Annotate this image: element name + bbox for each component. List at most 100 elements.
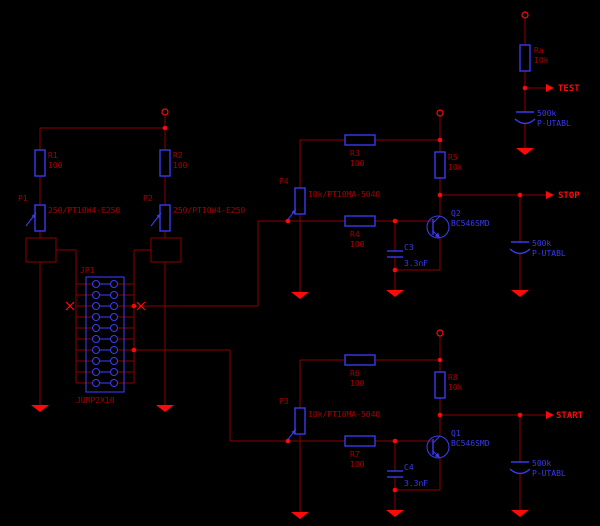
wiper-arrowhead xyxy=(31,213,36,219)
potentiometer-P3[interactable]: P3 10k/PT10MA-5040 xyxy=(279,397,380,443)
ref-label: R2 xyxy=(173,151,183,160)
resistor-body xyxy=(434,371,446,399)
ref-label: R6 xyxy=(350,369,360,378)
resistor-R4[interactable]: R4 100 xyxy=(344,215,376,249)
value-label: 100 xyxy=(350,159,365,168)
wiper-arrowhead xyxy=(291,209,296,215)
value-label: 250/PT10W4-E250 xyxy=(48,206,120,215)
ref-label: R5 xyxy=(448,153,458,162)
emitter-arrowhead xyxy=(434,452,440,458)
connector-outline xyxy=(85,276,125,393)
ref-label: P3 xyxy=(279,397,289,406)
net-label: START xyxy=(556,411,584,421)
type-label: P-UTABL xyxy=(537,119,571,128)
ref-label: R7 xyxy=(350,450,360,459)
resistor-R6[interactable]: R6 100 xyxy=(344,354,376,388)
value-label: 3.3nF xyxy=(404,259,428,268)
value-label: 100 xyxy=(173,161,188,170)
resistor-R1[interactable]: R1 100 xyxy=(34,149,63,177)
wire-test-branch xyxy=(524,18,546,148)
value-label: BC546SMD xyxy=(451,439,490,448)
value-label: JUMP2X10 xyxy=(76,396,115,405)
value-label: 500k xyxy=(537,109,556,118)
tube-element-test[interactable]: 500k P-UTABL xyxy=(514,109,571,128)
wire-links-to-pots xyxy=(134,221,259,441)
resistor-body xyxy=(344,215,376,227)
ref-label: R1 xyxy=(48,151,58,160)
value-label: 10k xyxy=(448,383,463,392)
resistor-body xyxy=(434,151,446,179)
resistor-R2[interactable]: R2 100 xyxy=(159,149,188,177)
value-label: 500k xyxy=(532,239,551,248)
potentiometer-P2[interactable]: P2 250/PT10W4-E250 xyxy=(143,194,245,232)
arrow-right-icon xyxy=(546,191,554,199)
ref-label: JP1 xyxy=(80,266,95,275)
resistor-body xyxy=(159,149,171,177)
capacitor-C3[interactable]: C3 3.3nF xyxy=(387,243,428,268)
supply-port-stop[interactable] xyxy=(436,109,444,117)
value-label: 250/PT10W4-E250 xyxy=(173,206,245,215)
cut-mark-left xyxy=(65,301,75,311)
resistor-R5[interactable]: R5 10k xyxy=(434,151,463,179)
resistor-body xyxy=(344,354,376,366)
collector-lead xyxy=(432,435,441,444)
resistor-Ra[interactable]: Ra 10k xyxy=(519,44,549,72)
supply-port-left[interactable] xyxy=(161,108,169,116)
resistor-R8[interactable]: R8 10k xyxy=(434,371,463,399)
transistor-Q2[interactable]: Q2 BC546SMD xyxy=(426,209,490,239)
value-label: 10k xyxy=(448,163,463,172)
arrow-right-icon xyxy=(546,411,554,419)
net-label: STOP xyxy=(558,191,580,201)
ref-label: R4 xyxy=(350,230,360,239)
transistor-body xyxy=(426,215,450,239)
transistor-Q1[interactable]: Q1 BC546SMD xyxy=(426,429,490,459)
capacitor-C4[interactable]: C4 3.3nF xyxy=(387,463,428,488)
resistor-R3[interactable]: R3 100 xyxy=(344,134,376,168)
curved-plate xyxy=(514,118,536,125)
ref-label: Ra xyxy=(534,46,544,55)
type-label: P-UTABL xyxy=(532,469,566,478)
resistor-R7[interactable]: R7 100 xyxy=(344,435,376,469)
wire-loop-p2 xyxy=(150,237,182,263)
supply-port-test[interactable] xyxy=(521,11,529,19)
value-label: 10k/PT10MA-5040 xyxy=(308,410,380,419)
wire-connector-stubs xyxy=(76,283,134,384)
value-label: 100 xyxy=(350,460,365,469)
net-flag-test[interactable]: TEST xyxy=(546,84,580,94)
ref-label: C3 xyxy=(404,243,414,252)
connector-JP1[interactable]: JP1 JUMP2X10 xyxy=(76,266,125,405)
ground-symbols xyxy=(31,148,534,519)
tube-element-stop[interactable]: 500k P-UTABL xyxy=(509,239,566,258)
value-label: 10k/PT10MA-5040 xyxy=(308,190,380,199)
potentiometer-P1[interactable]: P1 250/PT10W4-E250 xyxy=(18,194,120,232)
curved-plate xyxy=(509,248,531,255)
ref-label: P2 xyxy=(143,194,153,203)
value-label: 100 xyxy=(350,379,365,388)
collector-lead xyxy=(432,215,441,224)
resistor-body xyxy=(519,44,531,72)
potentiometer-P4[interactable]: P4 10k/PT10MA-5040 xyxy=(279,177,380,223)
ref-label: Q1 xyxy=(451,429,461,438)
value-label: 3.3nF xyxy=(404,479,428,488)
ref-label: P4 xyxy=(279,177,289,186)
ref-label: R3 xyxy=(350,149,360,158)
wire-stop-section xyxy=(258,116,546,292)
emitter-arrowhead xyxy=(434,232,440,238)
cut-mark-right xyxy=(136,301,146,311)
ref-label: R8 xyxy=(448,373,458,382)
value-label: 100 xyxy=(48,161,63,170)
value-label: BC546SMD xyxy=(451,219,490,228)
wiper-arrowhead xyxy=(291,429,296,435)
curved-plate xyxy=(509,468,531,475)
net-flag-stop[interactable]: STOP xyxy=(546,191,580,201)
tube-element-start[interactable]: 500k P-UTABL xyxy=(509,459,566,478)
ref-label: P1 xyxy=(18,194,28,203)
wire-start-section xyxy=(230,336,546,512)
supply-port-start[interactable] xyxy=(436,329,444,337)
resistor-body xyxy=(344,134,376,146)
value-label: 10k xyxy=(534,56,549,65)
type-label: P-UTABL xyxy=(532,249,566,258)
net-flag-start[interactable]: START xyxy=(546,411,584,421)
